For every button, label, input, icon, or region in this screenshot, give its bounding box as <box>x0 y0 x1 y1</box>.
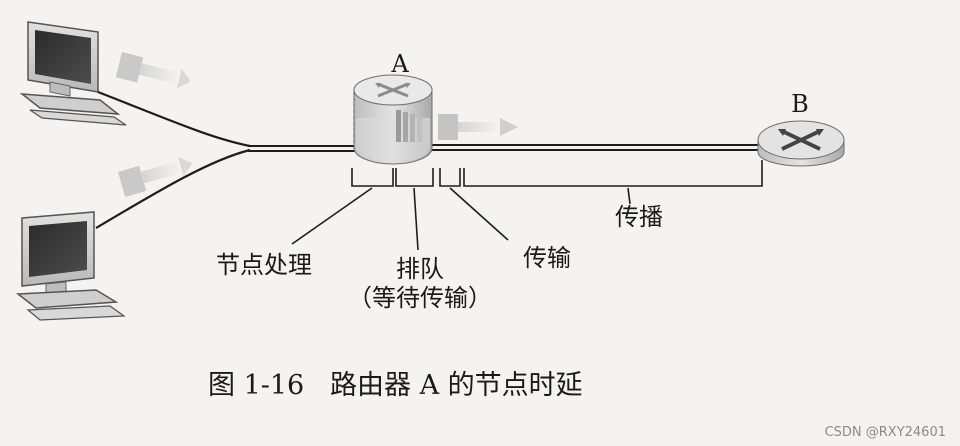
leader-queueing <box>413 187 419 251</box>
host-top <box>19 21 127 126</box>
bracket-transmission <box>439 168 461 187</box>
queued-packets <box>396 110 429 142</box>
packets <box>115 52 518 197</box>
label-nodal-processing: 节点处理 <box>216 251 312 279</box>
figure-caption: 图 1-16 路由器 A 的节点时延 <box>208 370 583 401</box>
leader-transmission <box>449 187 509 241</box>
link-bottom-host <box>95 148 251 229</box>
watermark: CSDN @RXY24601 <box>825 425 946 440</box>
router-b <box>757 120 845 167</box>
label-router-b: B <box>791 90 809 118</box>
packet-arrow-outgoing <box>438 114 518 140</box>
desktop-computer-icon <box>15 211 126 321</box>
label-queueing: 排队 <box>396 255 444 283</box>
delay-brackets <box>351 160 763 187</box>
host-bottom <box>15 211 126 321</box>
label-router-a: A <box>390 50 409 78</box>
bracket-propagation <box>463 160 763 187</box>
label-queueing-sub: （等待传输） <box>348 284 492 312</box>
leader-propagation <box>627 187 631 205</box>
links <box>95 90 766 229</box>
label-transmission: 传输 <box>523 244 571 272</box>
packet-arrow-bottom <box>118 156 193 197</box>
packet-arrow-top <box>115 52 191 89</box>
desktop-computer-icon <box>19 21 127 126</box>
bracket-processing <box>351 168 394 187</box>
router-icon <box>757 120 845 167</box>
leader-lines <box>291 187 631 251</box>
bracket-queueing <box>395 168 434 187</box>
label-propagation: 传播 <box>615 203 663 231</box>
link-top-host <box>97 90 251 148</box>
leader-processing <box>291 187 373 245</box>
router-icon <box>353 74 433 165</box>
router-a <box>353 74 433 165</box>
